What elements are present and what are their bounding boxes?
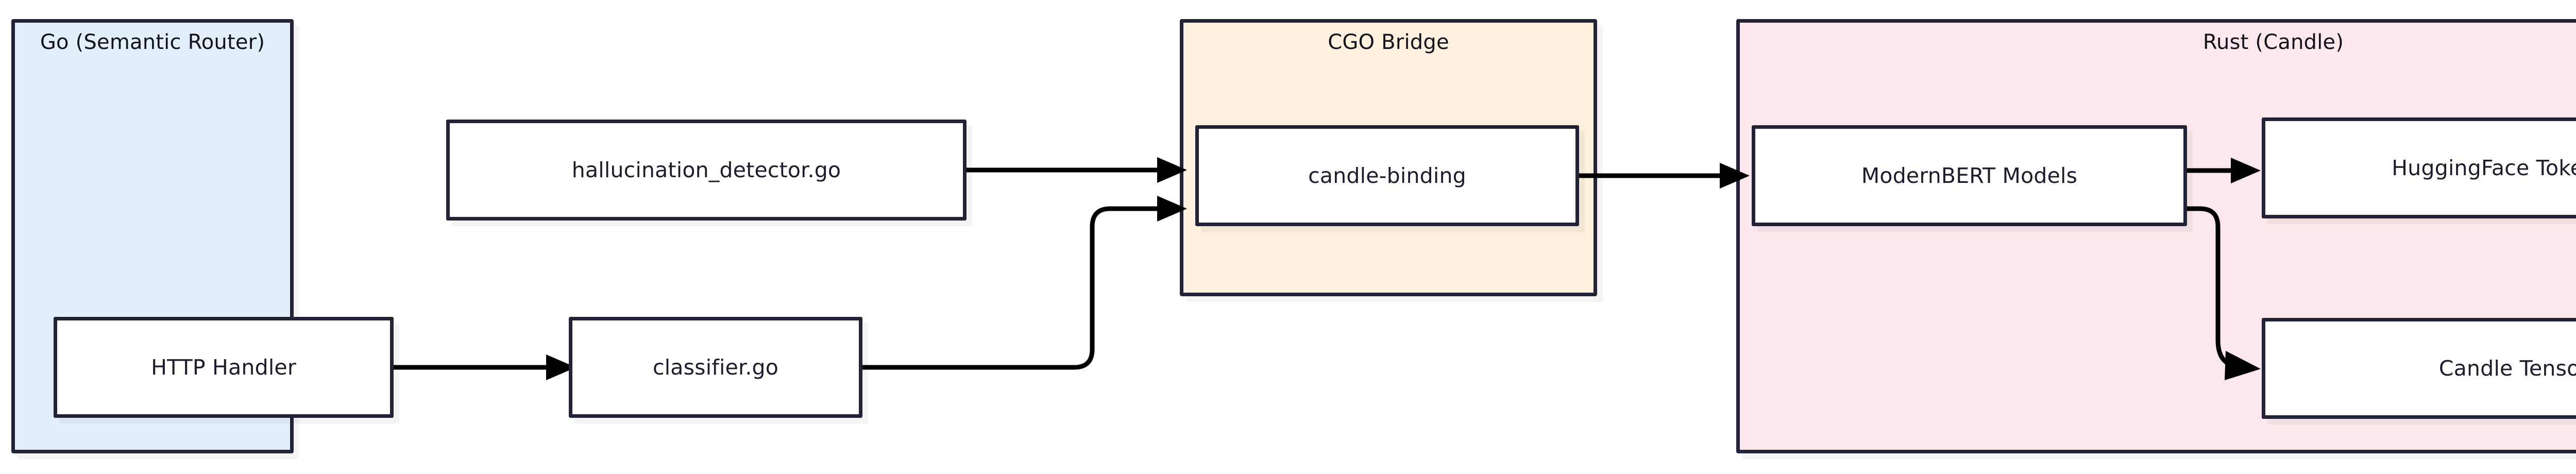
node-label: classifier.go [652, 354, 779, 380]
node-label: candle-binding [1308, 163, 1466, 188]
edge-hallucination-to-candle-binding [967, 157, 1187, 183]
node-label: HTTP Handler [151, 354, 296, 380]
node-label: hallucination_detector.go [571, 157, 841, 182]
edge-http-to-classifier [394, 354, 576, 380]
node-hallucination-detector-go[interactable]: hallucination_detector.go [446, 120, 967, 221]
node-classifier-go[interactable]: classifier.go [569, 317, 862, 418]
node-candle-binding[interactable]: candle-binding [1195, 125, 1579, 226]
cluster-go-title: Go (Semantic Router) [40, 30, 265, 54]
node-modernbert-models[interactable]: ModernBERT Models [1752, 125, 2187, 226]
node-candle-tensors[interactable]: Candle Tensors [2262, 318, 2576, 419]
node-label: ModernBERT Models [1861, 163, 2078, 188]
edge-candle-binding-to-modernbert [1579, 163, 1750, 189]
cluster-cgo-title: CGO Bridge [1328, 30, 1449, 54]
cluster-rust-title: Rust (Candle) [2202, 30, 2344, 54]
node-label: HuggingFace Tokenizers [2392, 155, 2576, 180]
node-label: Candle Tensors [2438, 356, 2576, 381]
edge-classifier-to-candle-binding [862, 196, 1187, 370]
node-huggingface-tokenizers[interactable]: HuggingFace Tokenizers [2262, 117, 2576, 218]
node-http-handler[interactable]: HTTP Handler [54, 317, 394, 418]
